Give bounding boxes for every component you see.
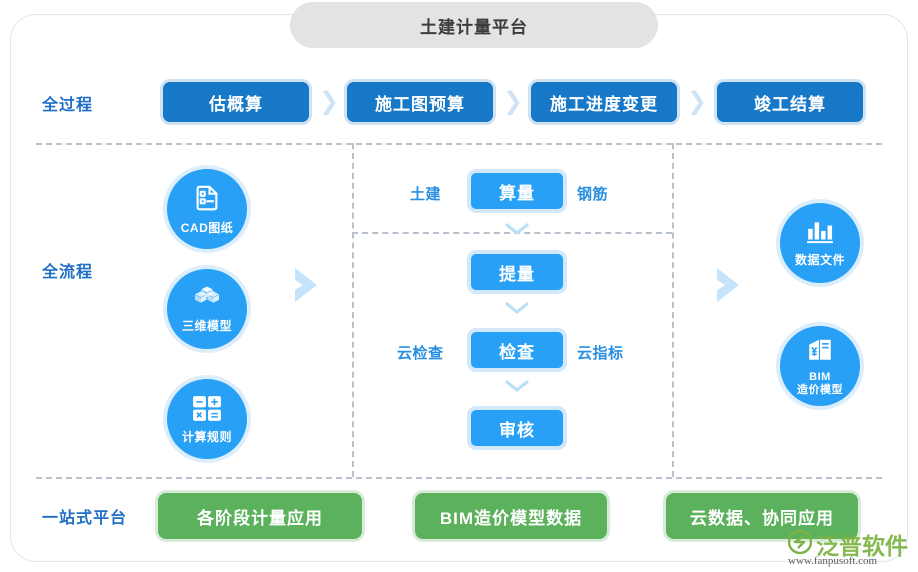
center-side-word-gangjin: 钢筋 bbox=[577, 186, 609, 203]
divider-center-right bbox=[672, 143, 674, 477]
chevron-right-icon: ❯ bbox=[318, 88, 340, 115]
page-title-text: 土建计量平台 bbox=[420, 17, 528, 37]
center-node-jiancha[interactable]: 检查 bbox=[467, 328, 567, 372]
node-label: BIM 造价模型 bbox=[797, 370, 843, 396]
chevron-down-icon bbox=[505, 301, 529, 315]
chevron-down-icon bbox=[505, 379, 529, 393]
divider-center-inner bbox=[352, 232, 672, 234]
node-label: 三维模型 bbox=[181, 319, 232, 333]
node-bim-cost-model[interactable]: BIM 造价模型 bbox=[776, 322, 864, 410]
node-calculation-rule[interactable]: 计算规则 bbox=[163, 375, 251, 463]
node-cad-drawing[interactable]: CAD图纸 bbox=[163, 165, 251, 253]
platform-item-bim-cost-data[interactable]: BIM造价模型数据 bbox=[412, 490, 610, 542]
center-node-shenhe[interactable]: 审核 bbox=[467, 406, 567, 450]
process-step-gugaisuan[interactable]: 估概算 bbox=[160, 79, 312, 125]
divider-center-left bbox=[352, 143, 354, 477]
cad-drawing-icon bbox=[192, 183, 222, 218]
page-title: 土建计量平台 bbox=[290, 2, 658, 48]
node-label: 数据文件 bbox=[794, 253, 845, 267]
bar-chart-icon bbox=[806, 219, 834, 250]
flow-arrow-right-icon bbox=[713, 262, 753, 308]
chevron-right-icon: ❯ bbox=[502, 88, 524, 115]
center-side-word-yunzhibiao: 云指标 bbox=[577, 345, 624, 362]
bim-cost-model-icon bbox=[806, 336, 834, 368]
node-data-file[interactable]: 数据文件 bbox=[776, 199, 864, 287]
node-label: 计算规则 bbox=[181, 429, 232, 444]
node-label: CAD图纸 bbox=[180, 221, 234, 235]
process-step-jungongjiesuan[interactable]: 竣工结算 bbox=[714, 79, 866, 125]
row-label-platform: 一站式平台 bbox=[42, 510, 128, 527]
calculator-icon bbox=[192, 395, 222, 427]
node-three-d-model[interactable]: 三维模型 bbox=[163, 265, 251, 353]
row-label-process: 全过程 bbox=[42, 97, 94, 114]
chevron-down-icon bbox=[505, 222, 529, 236]
center-node-suanliang[interactable]: 算量 bbox=[467, 169, 567, 213]
divider-top bbox=[36, 143, 882, 145]
platform-item-cloud-collab[interactable]: 云数据、协同应用 bbox=[663, 490, 861, 542]
flow-arrow-right-icon bbox=[291, 262, 331, 308]
chevron-right-icon: ❯ bbox=[686, 88, 708, 115]
process-step-shigongjindubiangeng[interactable]: 施工进度变更 bbox=[528, 79, 680, 125]
row-label-workflow: 全流程 bbox=[42, 264, 94, 281]
center-side-word-tujian: 土建 bbox=[410, 186, 442, 203]
divider-bottom bbox=[36, 477, 882, 479]
platform-item-multi-stage[interactable]: 各阶段计量应用 bbox=[155, 490, 365, 542]
process-step-shigongtuyusuan[interactable]: 施工图预算 bbox=[344, 79, 496, 125]
center-node-tiliang[interactable]: 提量 bbox=[467, 250, 567, 294]
center-side-word-yunjiancha: 云检查 bbox=[397, 345, 444, 362]
three-d-model-icon bbox=[192, 285, 222, 316]
